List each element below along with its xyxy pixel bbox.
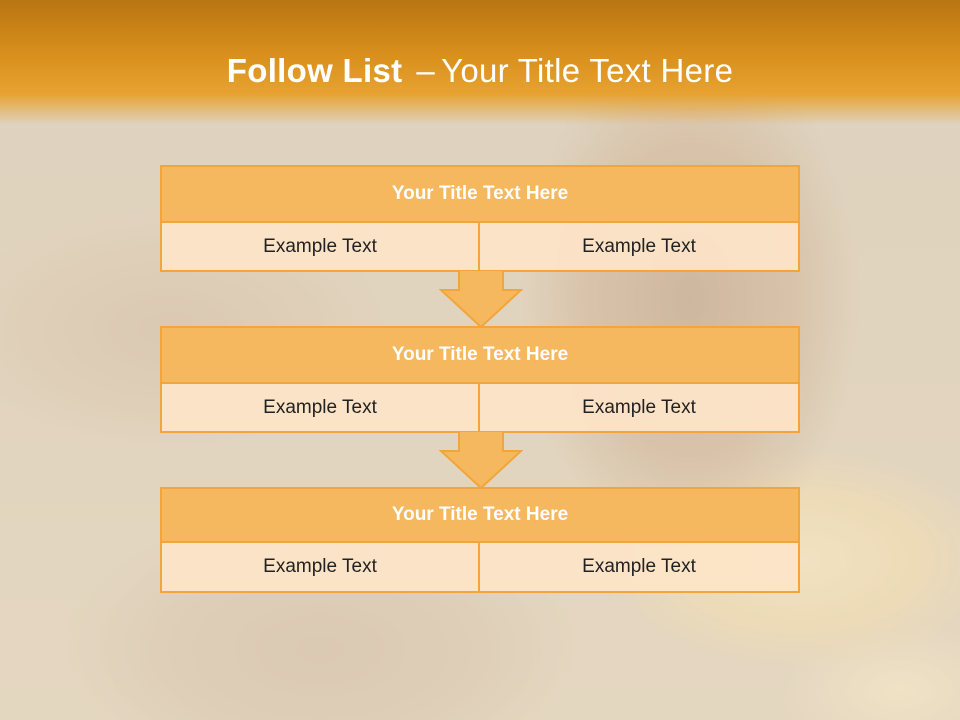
step-row-1: Example Text Example Text bbox=[160, 223, 800, 272]
step-block-2: Your Title Text Here Example Text Exampl… bbox=[160, 326, 800, 433]
step-row-3: Example Text Example Text bbox=[160, 543, 800, 593]
down-arrow-icon-2 bbox=[439, 431, 523, 489]
step-1-cell-left: Example Text bbox=[160, 223, 480, 272]
step-block-1: Your Title Text Here Example Text Exampl… bbox=[160, 165, 800, 272]
slide-title: Follow List–Your Title Text Here bbox=[0, 52, 960, 90]
step-3-cell-left: Example Text bbox=[160, 543, 480, 593]
step-title-3: Your Title Text Here bbox=[160, 487, 800, 543]
step-1-cell-right: Example Text bbox=[480, 223, 800, 272]
down-arrow-icon-1 bbox=[439, 270, 523, 328]
title-separator: – bbox=[416, 52, 436, 89]
step-title-1: Your Title Text Here bbox=[160, 165, 800, 223]
title-rest: Your Title Text Here bbox=[441, 52, 734, 89]
step-3-cell-right: Example Text bbox=[480, 543, 800, 593]
step-2-cell-left: Example Text bbox=[160, 384, 480, 433]
step-title-2: Your Title Text Here bbox=[160, 326, 800, 384]
step-block-3: Your Title Text Here Example Text Exampl… bbox=[160, 487, 800, 593]
title-bold: Follow List bbox=[226, 52, 403, 89]
step-row-2: Example Text Example Text bbox=[160, 384, 800, 433]
step-2-cell-right: Example Text bbox=[480, 384, 800, 433]
title-banner bbox=[0, 0, 960, 125]
